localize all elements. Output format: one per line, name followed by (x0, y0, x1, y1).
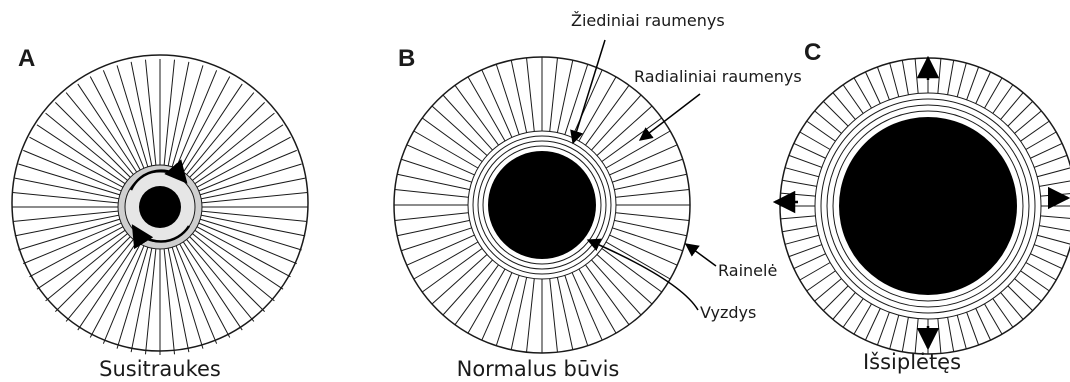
pupil-dilated (839, 117, 1017, 295)
caption-dilated: Išsiplėtęs (863, 350, 961, 374)
panel-letter-a: A (18, 45, 35, 72)
caption-normal: Normalus būvis (457, 357, 620, 381)
pupil-contracted (139, 186, 181, 228)
label-dilator: Radialiniai raumenys (634, 67, 802, 86)
panel-letter-b: B (398, 45, 415, 72)
panel-dilated: C Išsiplėtęs (775, 39, 1070, 374)
label-iris: Rainelė (718, 261, 777, 280)
panel-normal: B Normalus būvis Žiediniai raumenys Radi… (394, 11, 802, 381)
pupil-normal (488, 151, 596, 259)
annotation-iris: Rainelė (686, 244, 777, 280)
panel-contracted: A Susitraukes (12, 45, 308, 381)
panel-letter-c: C (804, 39, 821, 66)
caption-contracted: Susitraukes (99, 357, 221, 381)
label-sphincter: Žiediniai raumenys (571, 11, 725, 30)
label-pupil: Vyzdys (700, 303, 756, 322)
